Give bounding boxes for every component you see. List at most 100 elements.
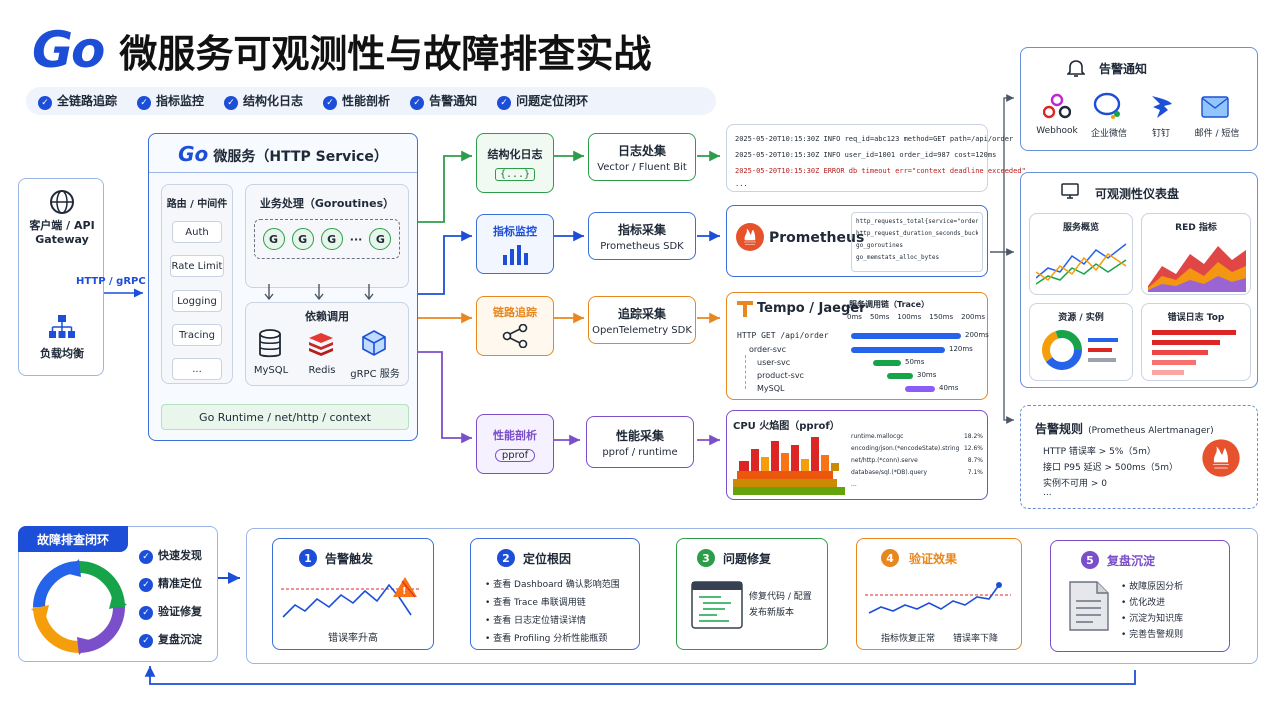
webhook-icon	[1042, 92, 1072, 124]
span-bar	[851, 347, 945, 353]
check-icon: ✓	[137, 96, 152, 110]
protocol-label: HTTP / gRPC	[76, 276, 146, 287]
check-icon: ✓	[323, 96, 338, 110]
step-caption: 错误率升高	[328, 633, 378, 644]
rule-item: 接口 P95 延迟 > 500ms（5m）	[1043, 463, 1178, 473]
step-root-cause: 2 定位根因 • 查看 Dashboard 确认影响范围 • 查看 Trace …	[470, 538, 640, 650]
go-logo: Go	[32, 21, 105, 79]
flamegraph	[733, 437, 845, 495]
step-line: • 查看 Profiling 分析性能瓶颈	[485, 634, 608, 644]
profile-label: 性能剖析	[493, 428, 537, 442]
dashboard-panel: 可观测性仪表盘 服务概览 RED 指标 资源 / 实例 错误日志 Top	[1020, 172, 1258, 388]
panel-overview: 服务概览	[1029, 213, 1133, 295]
prometheus-icon	[1201, 438, 1241, 482]
lb-label: 负载均衡	[40, 347, 84, 360]
goroutine: G	[369, 228, 392, 250]
goroutine-ellipsis: ···	[349, 232, 363, 246]
channel-mail: 邮件 / 短信	[1194, 129, 1240, 139]
span-label: 40ms	[939, 384, 959, 392]
step-title: 问题修复	[723, 552, 772, 566]
deps-title: 依赖调用	[305, 310, 349, 323]
dingtalk-icon	[1149, 92, 1175, 124]
dep-redis: Redis	[308, 365, 336, 376]
step-line: • 优化改进	[1121, 598, 1166, 608]
trace-node: 链路追踪	[476, 296, 554, 356]
log-label: 结构化日志	[487, 147, 543, 161]
step-line: 修复代码 / 配置	[749, 592, 812, 602]
trace-label: 链路追踪	[493, 306, 537, 319]
loop-summary: 故障排查闭环 ✓快速发现 ✓精准定位 ✓验证修复 ✓复盘沉淀	[18, 526, 218, 662]
step-caption: 错误率下降	[953, 634, 999, 644]
panel-resources: 资源 / 实例	[1029, 303, 1133, 381]
prometheus-name: Prometheus	[769, 230, 865, 246]
log-line: 2025-05-20T10:15:30Z INFO user_id=1001 o…	[735, 151, 997, 159]
step-title: 复盘沉淀	[1107, 554, 1156, 568]
step-number: 1	[299, 549, 317, 567]
rule-item: HTTP 错误率 > 5%（5m）	[1043, 447, 1156, 457]
down-arrows	[264, 284, 374, 301]
check-icon: ✓	[497, 96, 512, 110]
check-icon: ✓	[410, 96, 425, 110]
badge-item: ✓指标监控	[137, 92, 204, 110]
middleware-panel: 路由 / 中间件 Auth Rate Limit Logging Tracing…	[161, 184, 233, 384]
alerts-panel: 告警通知 Webhook 企业微信 钉钉 邮件 / 短信	[1020, 47, 1258, 151]
step-number: 5	[1081, 551, 1099, 569]
step-title: 定位根因	[523, 552, 572, 566]
bell-icon	[1066, 58, 1086, 82]
badge-item: ✓性能剖析	[323, 92, 390, 110]
dep-grpc: gRPC 服务	[350, 369, 400, 380]
check-icon: ✓	[139, 578, 153, 592]
business-panel: 业务处理（Goroutines） G G G ··· G	[245, 184, 409, 288]
goroutine: G	[291, 228, 314, 250]
step-line: 发布新版本	[749, 608, 795, 618]
step-fix: 3 问题修复 修复代码 / 配置 发布新版本	[676, 538, 828, 650]
span-bar	[851, 333, 961, 339]
badge-item: ✓告警通知	[410, 92, 477, 110]
grpc-cube-icon	[360, 329, 388, 361]
step-line: • 查看 Trace 串联调用链	[485, 598, 586, 608]
step-number: 4	[881, 549, 899, 567]
step-verify: 4 验证效果 指标恢复正常 错误率下降	[856, 538, 1022, 650]
dep-mysql: MySQL	[253, 365, 289, 376]
profile-node: 性能剖析 pprof	[476, 414, 554, 474]
prometheus-panel: Prometheus http_requests_total{service="…	[726, 205, 988, 277]
trace-collect: 追踪采集 OpenTelemetry SDK	[588, 296, 696, 344]
client-label: 客户端 / API Gateway	[29, 219, 95, 246]
mail-icon	[1201, 96, 1229, 122]
trace-svc: user-svc	[757, 358, 791, 367]
rule-item: 实例不可用 > 0	[1043, 479, 1107, 489]
metric-line: http_request_duration_seconds_bucket{...…	[856, 230, 978, 237]
rule-item: ...	[1043, 488, 1052, 498]
step-line: • 沉淀为知识库	[1121, 614, 1184, 624]
log-viewer: 2025-05-20T10:15:30Z INFO req_id=abc123 …	[726, 124, 1026, 192]
cycle-icon	[31, 559, 127, 655]
wecom-icon	[1093, 92, 1123, 124]
panel-error-logs: 错误日志 Top	[1141, 303, 1251, 381]
log-line: ...	[735, 180, 748, 188]
channel-dingtalk: 钉钉	[1151, 129, 1170, 139]
trace-svc: product-svc	[757, 371, 804, 380]
log-line-error: 2025-05-20T10:15:30Z ERROR db timeout er…	[735, 167, 1026, 175]
document-icon	[1069, 581, 1109, 631]
check-icon: ✓	[139, 634, 153, 648]
rules-header: 告警规则 (Prometheus Alertmanager)	[1035, 422, 1214, 436]
channel-wecom: 企业微信	[1090, 129, 1127, 139]
loop-title: 故障排查闭环	[18, 526, 128, 552]
log-collect: 日志处集 Vector / Fluent Bit	[588, 133, 696, 181]
client-box: 客户端 / API Gateway 负载均衡	[18, 178, 104, 376]
metric-line: go_goroutines	[856, 242, 903, 249]
check-icon: ✓	[139, 550, 153, 564]
badge-item: ✓问题定位闭环	[497, 92, 588, 110]
func-row: ...	[851, 481, 857, 488]
network-icon	[49, 315, 75, 343]
bar-list-icon	[1152, 330, 1236, 375]
step-caption: 指标恢复正常	[881, 634, 936, 644]
step-alert-trigger: 1 告警触发 ! 错误率升高	[272, 538, 434, 650]
log-line: 2025-05-20T10:15:30Z INFO req_id=abc123 …	[735, 135, 1014, 143]
check-icon: ✓	[139, 606, 153, 620]
tempo-icon	[735, 299, 755, 323]
bar-chart-icon	[503, 245, 528, 265]
